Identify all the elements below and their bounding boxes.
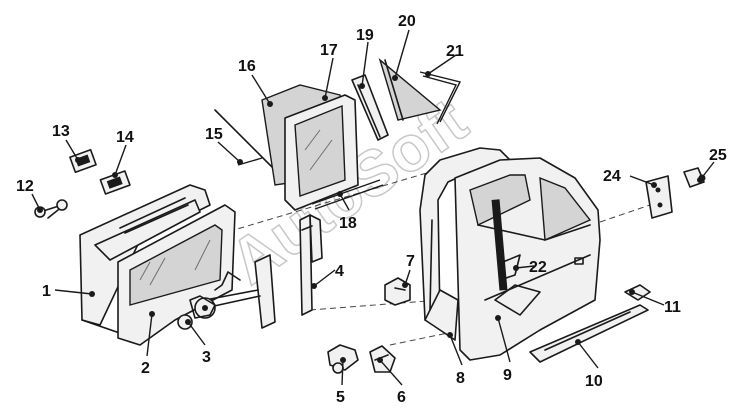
part-3-window-regulator bbox=[177, 254, 276, 330]
label-part-22: 22 bbox=[529, 259, 547, 276]
label-part-14: 14 bbox=[116, 129, 134, 146]
part-1-door-trim-panel bbox=[79, 184, 211, 341]
label-part-4: 4 bbox=[335, 263, 344, 280]
label-part-11: 11 bbox=[664, 299, 681, 316]
label-part-8: 8 bbox=[456, 370, 465, 387]
label-part-1: 1 bbox=[42, 283, 51, 300]
label-part-19: 19 bbox=[356, 27, 374, 44]
label-part-9: 9 bbox=[503, 367, 512, 384]
part-21-quarter-seal bbox=[419, 71, 462, 125]
label-part-7: 7 bbox=[406, 253, 415, 270]
label-part-13: 13 bbox=[52, 123, 70, 140]
label-part-15: 15 bbox=[205, 126, 223, 143]
label-part-16: 16 bbox=[238, 58, 256, 75]
label-part-18: 18 bbox=[339, 215, 357, 232]
part-19-vertical-seal bbox=[351, 74, 389, 141]
label-part-17: 17 bbox=[320, 42, 338, 59]
label-part-2: 2 bbox=[141, 360, 150, 377]
leader-lines bbox=[31, 29, 715, 386]
part-number-labels: 1 2 3 4 5 6 7 8 9 10 11 12 13 14 15 16 1… bbox=[16, 13, 727, 406]
part-17-glass-frame bbox=[284, 94, 359, 211]
part-10-sill-strip bbox=[529, 304, 649, 363]
part-24-door-lock bbox=[645, 175, 673, 219]
label-part-3: 3 bbox=[202, 349, 211, 366]
part-11-striker bbox=[624, 284, 651, 301]
label-part-5: 5 bbox=[336, 389, 345, 406]
label-part-10: 10 bbox=[585, 373, 603, 390]
part-4-seal-rail bbox=[299, 214, 323, 316]
label-part-20: 20 bbox=[398, 13, 416, 30]
part-18-sealing-strip bbox=[311, 179, 384, 210]
label-part-25: 25 bbox=[709, 147, 727, 164]
label-part-24: 24 bbox=[603, 168, 621, 185]
label-part-6: 6 bbox=[397, 389, 406, 406]
part-14-switch-bezel bbox=[99, 170, 131, 195]
part-22-guide bbox=[499, 254, 521, 281]
label-part-12: 12 bbox=[16, 178, 34, 195]
part-9-door-shell bbox=[454, 157, 601, 361]
label-part-21: 21 bbox=[446, 43, 464, 60]
